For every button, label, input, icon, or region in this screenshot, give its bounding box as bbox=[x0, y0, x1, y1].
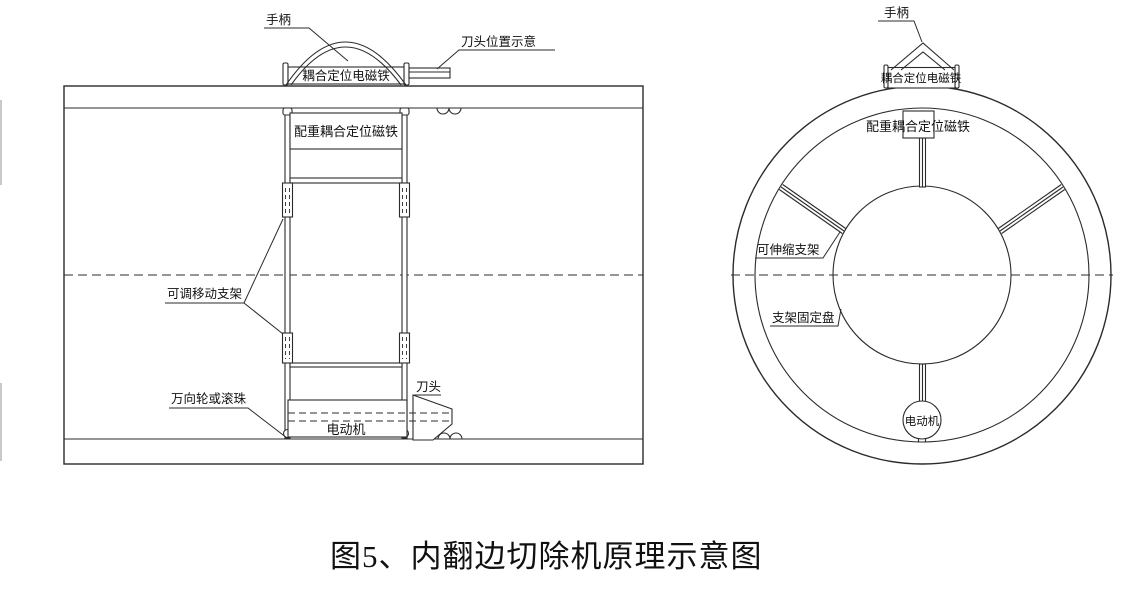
cross-section-view: 配重耦合定位磁铁 耦合定位电磁铁 电动机 手柄 可伸缩支架 支架固定盘 bbox=[731, 6, 1113, 465]
coupling-electromagnet-label: 耦合定位电磁铁 bbox=[302, 68, 390, 83]
bracket-fixing-plate-leader bbox=[770, 308, 842, 327]
handle-label: 手柄 bbox=[884, 6, 909, 20]
upper-crossbar bbox=[289, 177, 403, 184]
counterweight-magnet-label: 配重耦合定位磁铁 bbox=[866, 119, 970, 134]
adjustable-bracket-leader-down bbox=[243, 302, 284, 335]
handle-leader bbox=[264, 27, 349, 62]
motor-label: 电动机 bbox=[905, 414, 940, 428]
handle-triangle-inner bbox=[900, 51, 946, 71]
counterweight-magnet-label: 配重耦合定位磁铁 bbox=[294, 124, 398, 139]
clamp-right-cap bbox=[403, 62, 410, 86]
lower-crossbar bbox=[289, 362, 403, 368]
bottom-ball-wheels bbox=[437, 432, 463, 440]
telescopic-bracket-label: 可伸缩支架 bbox=[757, 242, 820, 257]
figure-caption: 图5、内翻边切除机原理示意图 bbox=[330, 539, 763, 574]
upper-left-spoke bbox=[778, 184, 847, 234]
coupling-electromagnet-label: 耦合定位电磁铁 bbox=[881, 71, 962, 85]
universal-wheel-leader bbox=[169, 407, 288, 439]
motor-box bbox=[287, 399, 408, 438]
right-rail bbox=[401, 107, 408, 439]
handle-dome-inner bbox=[290, 46, 402, 86]
cutter-position-bar bbox=[408, 67, 451, 79]
telescopic-bracket-leader bbox=[755, 231, 841, 259]
motor-label: 电动机 bbox=[326, 422, 365, 437]
scan-edge-artifact bbox=[0, 100, 2, 185]
cutter-position-label: 刀头位置示意 bbox=[461, 34, 536, 49]
side-view: 配重耦合定位磁铁 电动机 bbox=[63, 13, 644, 465]
upper-left-sleeve bbox=[281, 182, 294, 218]
handle-label: 手柄 bbox=[266, 13, 291, 27]
counterweight-magnet-block bbox=[902, 110, 935, 139]
lower-right-sleeve bbox=[398, 332, 411, 364]
motor-circle bbox=[902, 400, 942, 440]
coupling-electromagnet-box bbox=[887, 66, 956, 89]
handle-triangle-outer bbox=[890, 42, 955, 71]
scan-edge-artifact bbox=[0, 383, 2, 461]
coupling-electromagnet-box bbox=[287, 66, 405, 85]
left-rail bbox=[284, 107, 291, 439]
top-ball-wheels bbox=[436, 107, 462, 115]
universal-wheel-label: 万向轮或滚珠 bbox=[171, 391, 247, 406]
bracket-fixing-plate-label: 支架固定盘 bbox=[772, 310, 835, 325]
handle-dome-outer bbox=[285, 41, 407, 86]
counterweight-magnet-box bbox=[289, 112, 403, 150]
cutter-head bbox=[412, 394, 453, 441]
upper-right-spoke bbox=[997, 184, 1066, 234]
upper-right-sleeve bbox=[398, 182, 411, 218]
lower-left-sleeve bbox=[281, 332, 294, 364]
cutter-position-leader bbox=[436, 49, 555, 70]
adjustable-bracket-label: 可调移动支架 bbox=[167, 287, 242, 301]
clamp-left-cap bbox=[282, 62, 289, 86]
cutter-label: 刀头 bbox=[416, 380, 441, 394]
handle-leader bbox=[878, 20, 923, 43]
